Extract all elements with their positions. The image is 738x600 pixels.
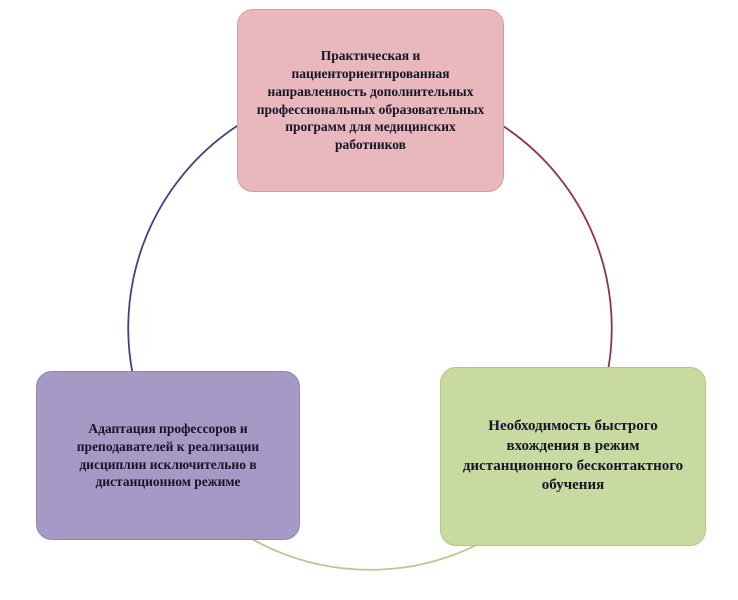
node-distance-learning-need: Необходимость быстрого вхождения в режим… (440, 367, 706, 546)
node-practical-orientation-label: Практическая и пациенториентированная на… (256, 48, 485, 153)
node-professors-adaptation: Адаптация профессоров и преподавателей к… (36, 371, 300, 540)
node-practical-orientation: Практическая и пациенториентированная на… (237, 9, 504, 192)
node-professors-adaptation-label: Адаптация профессоров и преподавателей к… (76, 420, 260, 490)
node-distance-learning-need-label: Необходимость быстрого вхождения в режим… (462, 417, 684, 494)
